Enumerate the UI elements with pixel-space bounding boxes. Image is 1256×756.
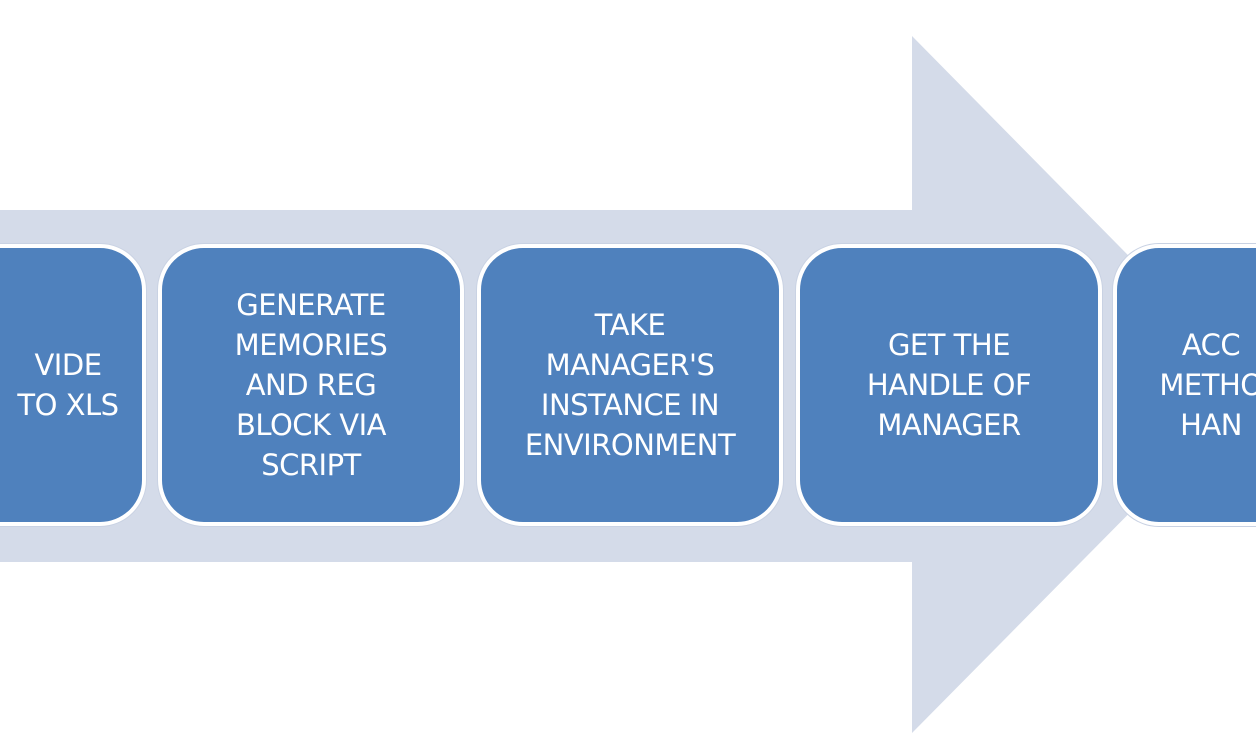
step-label: VIDE TO XLS xyxy=(17,348,119,422)
step-access-methods: ACC METHO HAN xyxy=(1113,244,1256,526)
step-take-manager-instance: TAKE MANAGER'S INSTANCE IN ENVIRONMENT xyxy=(477,244,783,526)
step-label: TAKE MANAGER'S INSTANCE IN ENVIRONMENT xyxy=(524,308,736,462)
step-get-manager-handle: GET THE HANDLE OF MANAGER xyxy=(796,244,1102,526)
step-label: GENERATE MEMORIES AND REG BLOCK VIA SCRI… xyxy=(234,288,388,482)
step-label: ACC METHO HAN xyxy=(1159,328,1256,442)
step-provide-input-xls: VIDE TO XLS xyxy=(0,244,146,526)
step-label: GET THE HANDLE OF MANAGER xyxy=(866,328,1032,442)
step-generate-memories: GENERATE MEMORIES AND REG BLOCK VIA SCRI… xyxy=(158,244,464,526)
